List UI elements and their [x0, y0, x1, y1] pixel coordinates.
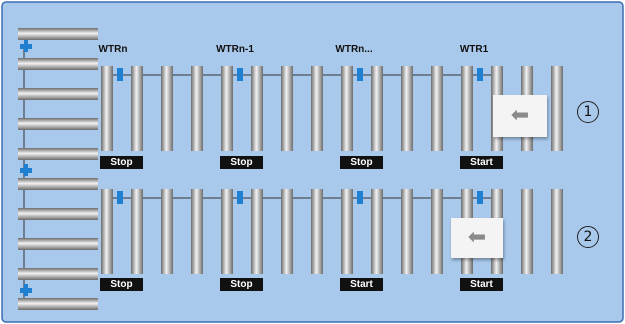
sensor-marker — [237, 191, 243, 204]
status-badge-row-1-zone-2: Stop — [220, 156, 263, 169]
vertical-roller — [401, 189, 413, 274]
sensor-marker — [117, 68, 123, 81]
vertical-roller — [251, 189, 263, 274]
sensor-marker — [24, 164, 28, 176]
vertical-roller — [551, 189, 563, 274]
status-badge-row-1-zone-4: Start — [460, 156, 503, 169]
step-number-1: 1 — [577, 101, 599, 123]
sensor-marker — [117, 191, 123, 204]
sensor-marker — [477, 68, 483, 81]
vertical-roller — [521, 189, 533, 274]
workpiece-carrier-row-1: ⬅ — [493, 95, 547, 137]
vertical-roller — [101, 189, 113, 274]
step-number-2: 2 — [577, 226, 599, 248]
sensor-marker — [357, 191, 363, 204]
vertical-roller — [221, 66, 233, 151]
status-badge-row-2-zone-1: Stop — [100, 278, 143, 291]
workpiece-carrier-row-2: ⬅ — [451, 218, 503, 258]
horizontal-roller — [18, 238, 98, 250]
zone-label-wtr1: WTR1 — [459, 44, 489, 55]
zone-label-wtrn-dots: WTRn... — [335, 44, 373, 55]
horizontal-roller — [18, 58, 98, 70]
vertical-roller — [311, 189, 323, 274]
horizontal-roller — [18, 88, 98, 100]
vertical-roller — [431, 66, 443, 151]
status-badge-row-1-zone-1: Stop — [100, 156, 143, 169]
left-roller-column — [18, 28, 98, 310]
left-arrow-icon: ⬅ — [467, 225, 487, 250]
vertical-roller — [341, 189, 353, 274]
vertical-roller — [191, 189, 203, 274]
left-arrow-icon: ⬅ — [510, 103, 530, 128]
status-badge-row-2-zone-3: Start — [340, 278, 383, 291]
horizontal-roller — [18, 118, 98, 130]
vertical-roller — [131, 189, 143, 274]
vertical-roller — [281, 189, 293, 274]
vertical-roller — [251, 66, 263, 151]
vertical-roller — [221, 189, 233, 274]
vertical-roller — [371, 189, 383, 274]
vertical-roller — [191, 66, 203, 151]
vertical-roller — [281, 66, 293, 151]
sensor-marker — [24, 284, 28, 296]
horizontal-roller — [18, 28, 98, 40]
horizontal-roller — [18, 268, 98, 280]
vertical-roller — [101, 66, 113, 151]
horizontal-roller — [18, 298, 98, 310]
horizontal-roller — [18, 208, 98, 220]
status-badge-row-1-zone-3: Stop — [340, 156, 383, 169]
sensor-marker — [357, 68, 363, 81]
zone-label-wtrn-1: WTRn-1 — [216, 44, 254, 55]
zone-label-wtrn: WTRn — [98, 44, 128, 55]
vertical-roller — [551, 66, 563, 151]
status-badge-row-2-zone-4: Start — [460, 278, 503, 291]
sensor-marker — [237, 68, 243, 81]
sensor-marker — [477, 191, 483, 204]
horizontal-roller — [18, 148, 98, 160]
vertical-roller — [311, 66, 323, 151]
vertical-roller — [131, 66, 143, 151]
vertical-roller — [161, 66, 173, 151]
vertical-roller — [371, 66, 383, 151]
status-badge-row-2-zone-2: Stop — [220, 278, 263, 291]
vertical-roller — [401, 66, 413, 151]
vertical-roller — [431, 189, 443, 274]
vertical-roller — [461, 66, 473, 151]
vertical-roller — [161, 189, 173, 274]
sensor-marker — [24, 40, 28, 52]
vertical-roller — [341, 66, 353, 151]
horizontal-roller — [18, 178, 98, 190]
